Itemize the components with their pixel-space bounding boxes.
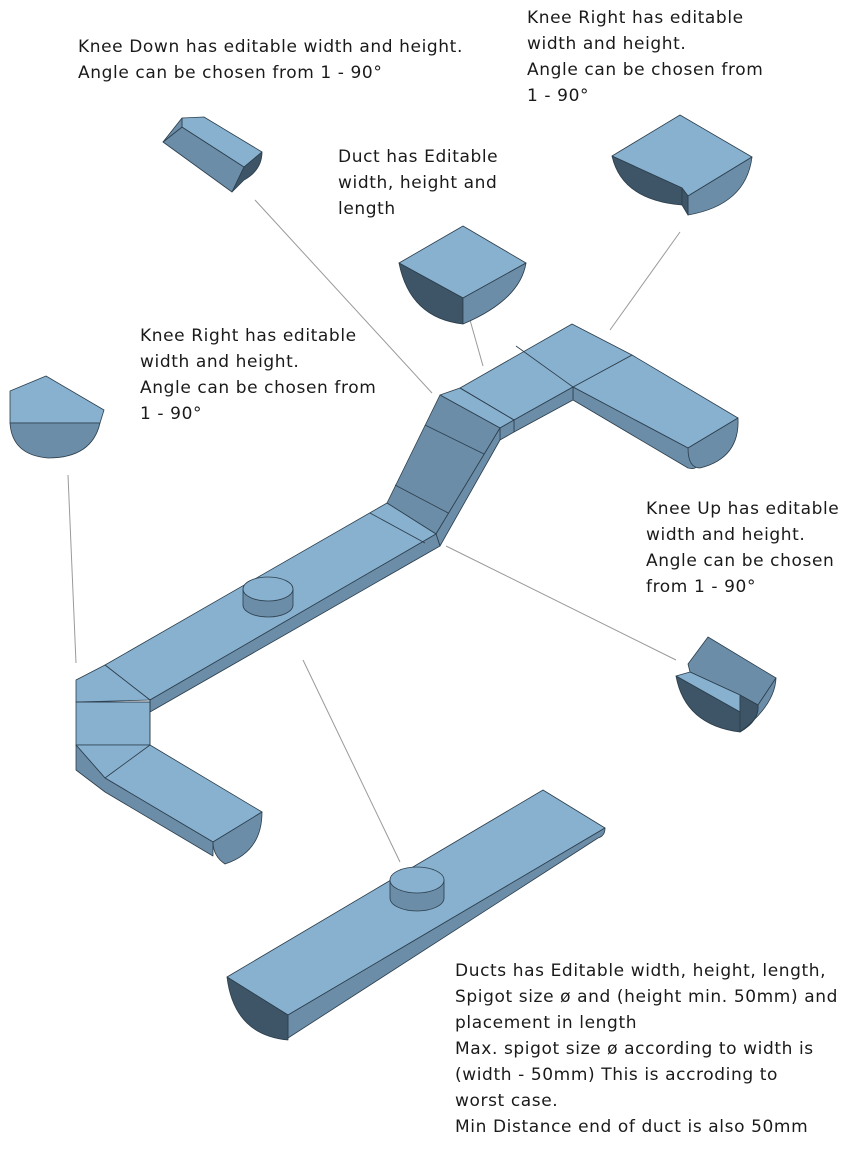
note-line: Angle can be chosen from 1 - 90°: [78, 63, 383, 83]
note-line: Knee Down has editable width and height.: [78, 37, 463, 57]
knee-up-piece: [675, 636, 777, 733]
leader-knee-up: [445, 545, 677, 661]
note-line: 1 - 90°: [140, 404, 203, 424]
note-knee-down: Knee Down has editable width and height.…: [78, 34, 463, 86]
note-line: from 1 - 90°: [646, 577, 757, 597]
note-line: Ducts has Editable width, height, length…: [455, 961, 827, 981]
note-line: (width - 50mm) This is accroding to: [455, 1065, 779, 1085]
note-knee-right-top: Knee Right has editable width and height…: [527, 5, 763, 109]
note-line: width and height.: [140, 352, 300, 372]
note-line: Knee Up has editable: [646, 499, 840, 519]
note-line: Angle can be chosen from: [527, 60, 764, 80]
leader-duct: [469, 319, 484, 367]
ducts-piece: [226, 789, 606, 1041]
knee-right-left-piece: [9, 375, 105, 459]
knee-down-piece: [162, 116, 263, 193]
duct-piece: [398, 225, 527, 325]
note-line: width and height.: [646, 525, 806, 545]
spigot-ducts: [389, 866, 445, 912]
note-knee-right-left: Knee Right has editable width and height…: [140, 323, 376, 427]
note-line: Duct has Editable: [338, 147, 499, 167]
note-line: worst case.: [455, 1091, 559, 1111]
note-line: Knee Right has editable: [140, 326, 357, 346]
note-line: Knee Right has editable: [527, 8, 744, 28]
note-line: width and height.: [527, 34, 687, 54]
knee-right-top-piece: [611, 114, 753, 216]
leader-knee-right-top: [609, 231, 681, 331]
note-line: Angle can be chosen: [646, 551, 835, 571]
note-line: Angle can be chosen from: [140, 378, 377, 398]
note-line: Min Distance end of duct is also 50mm: [455, 1117, 809, 1137]
leader-lines: [67, 199, 681, 863]
note-duct: Duct has Editable width, height and leng…: [338, 144, 498, 222]
leader-ducts: [302, 659, 401, 863]
note-line: 1 - 90°: [527, 86, 590, 106]
note-line: placement in length: [455, 1013, 638, 1033]
leader-knee-right-left: [67, 474, 77, 664]
leader-knee-down: [254, 199, 433, 394]
note-line: Max. spigot size ø according to width is: [455, 1039, 814, 1059]
note-line: length: [338, 199, 396, 219]
duct-run: [75, 323, 739, 865]
note-line: width, height and: [338, 173, 498, 193]
note-ducts: Ducts has Editable width, height, length…: [455, 958, 838, 1140]
spigot-main: [242, 576, 294, 618]
note-line: Spigot size ø and (height min. 50mm) and: [455, 987, 838, 1007]
note-knee-up: Knee Up has editable width and height. A…: [646, 496, 839, 600]
